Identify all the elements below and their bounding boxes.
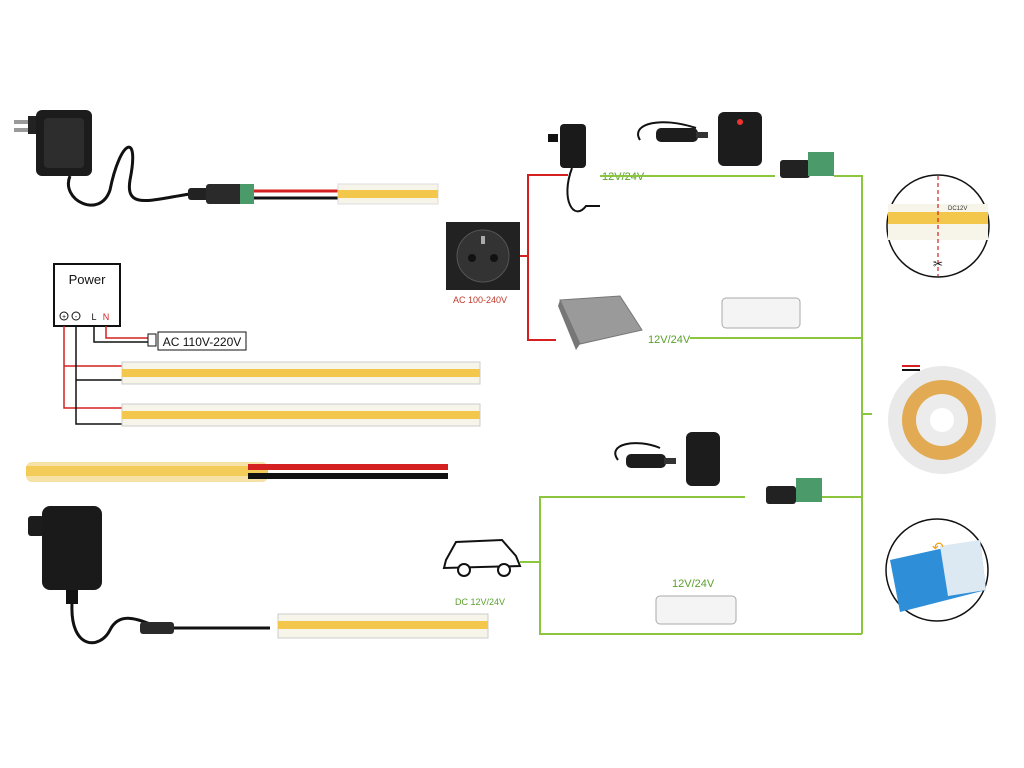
power-supply-box: Power + - L N xyxy=(53,263,121,327)
green-wires-bottom xyxy=(520,496,862,635)
led-strip-mid-2 xyxy=(121,403,481,427)
ac-line-n xyxy=(105,326,148,339)
dc-connector-icon xyxy=(188,184,254,204)
ac-bracket xyxy=(527,174,540,341)
terminal-l: L xyxy=(91,312,96,322)
psu-voltage-label: 12V/24V xyxy=(648,334,691,346)
car-icon xyxy=(442,538,522,577)
remote-icon xyxy=(686,432,720,486)
controller-icon xyxy=(637,121,708,142)
feed-black-1 xyxy=(75,326,122,425)
controller-icon xyxy=(614,442,676,468)
ac-line-l xyxy=(93,326,148,343)
peel-arrow-icon: ↶ xyxy=(932,539,944,555)
socket-label: AC 100-240V xyxy=(453,295,507,305)
controller-icon xyxy=(721,297,801,329)
led-strip-with-lead xyxy=(26,462,448,482)
dc-connector-icon xyxy=(766,478,822,504)
led-reel-icon xyxy=(888,365,996,474)
dc-connector-icon xyxy=(780,152,834,178)
adhesive-tape-circle: ↶ xyxy=(885,518,989,622)
remote-icon xyxy=(718,112,762,166)
scissors-icon: ✂ xyxy=(933,257,943,271)
car-dc-label: DC 12V/24V xyxy=(455,597,505,607)
controller-icon xyxy=(655,595,737,625)
dc-jack xyxy=(140,622,174,634)
wall-adapter-icon xyxy=(28,506,102,604)
terminal-plus: + xyxy=(62,314,66,321)
cut-mark-circle: DC12V ✂ xyxy=(886,174,990,278)
power-label: Power xyxy=(69,272,107,287)
led-strip-top xyxy=(337,183,439,205)
wall-adapter-icon xyxy=(14,110,92,176)
adapter-strip-setup-2 xyxy=(28,506,489,645)
led-strip-bottom xyxy=(277,613,489,639)
terminal-minus: - xyxy=(75,314,78,321)
adapter-strip-setup xyxy=(14,110,439,207)
adapter-cable xyxy=(66,145,191,207)
power-supply-icon xyxy=(558,295,643,350)
cut-mark-label: DC12V xyxy=(948,206,967,212)
plug-icon xyxy=(147,333,157,347)
terminal-n: N xyxy=(103,312,110,322)
car-controller-voltage-label: 12V/24V xyxy=(672,578,715,590)
socket-icon xyxy=(446,222,520,290)
green-wires-top xyxy=(600,175,872,634)
feed-red-1 xyxy=(63,326,122,409)
led-strip-mid-1 xyxy=(121,361,481,385)
ac-input-box xyxy=(157,331,247,351)
ac-input-label: AC 110V-220V xyxy=(163,335,242,349)
wall-adapter-icon xyxy=(548,124,600,213)
